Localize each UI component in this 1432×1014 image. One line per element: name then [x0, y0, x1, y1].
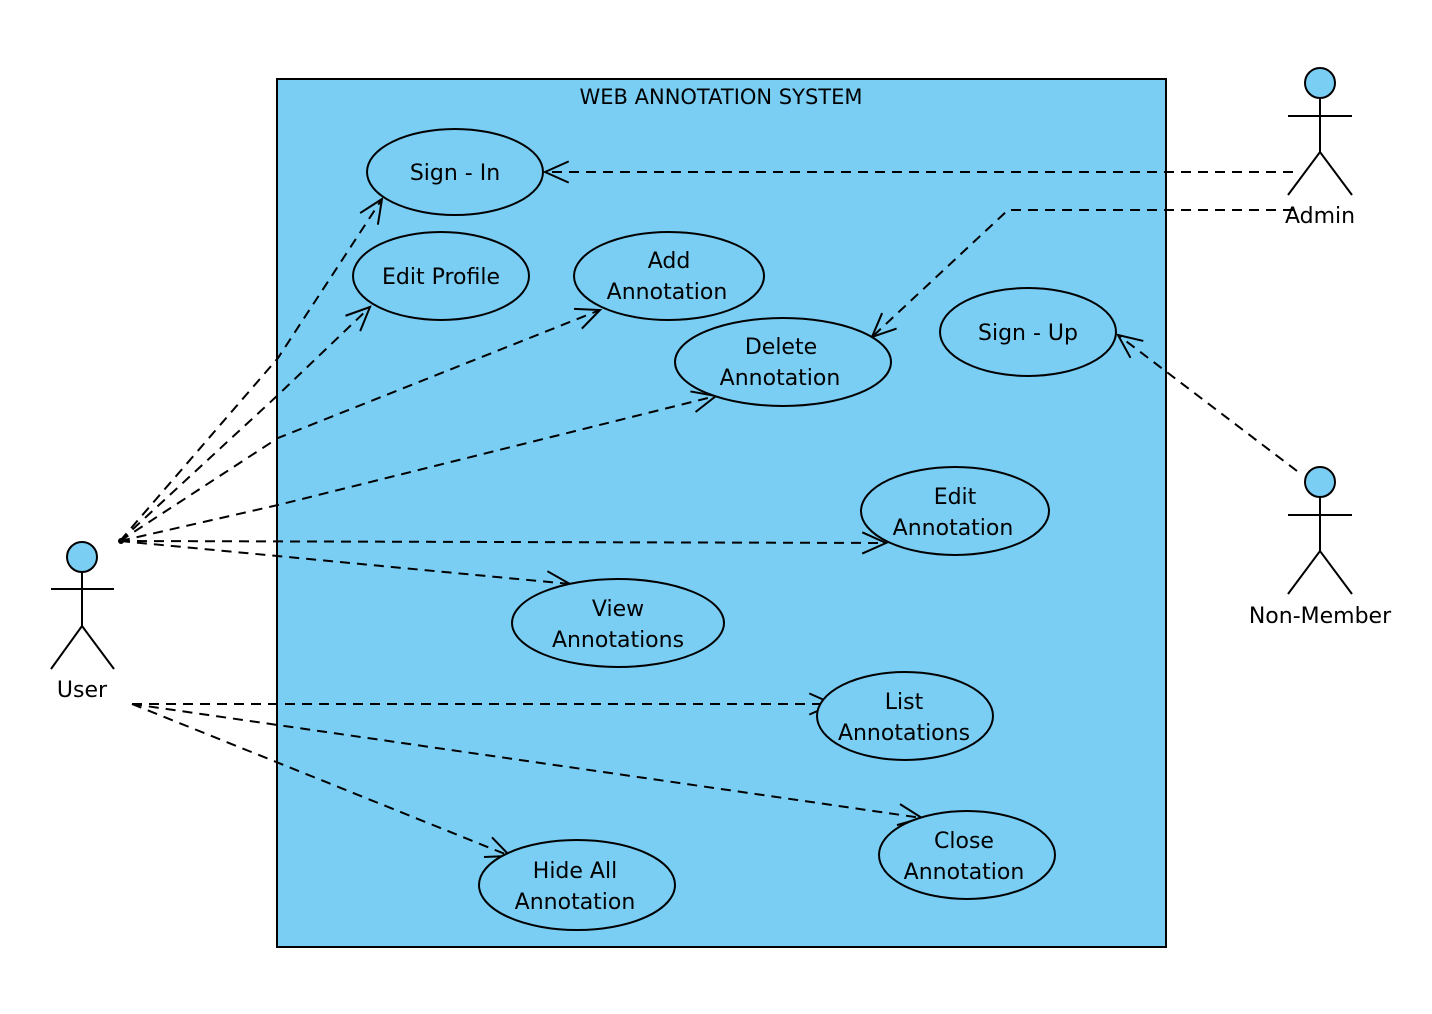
use-case-close-annotation[interactable]: Close Annotation — [878, 810, 1056, 900]
relation-origin-dot — [118, 538, 124, 544]
dependency-user-to-edit-annotation — [119, 531, 889, 555]
open-arrowhead-icon — [542, 160, 570, 184]
use-case-label: Edit Profile — [382, 265, 500, 290]
actor-head-icon — [66, 541, 98, 573]
actor-user[interactable]: User — [50, 541, 115, 703]
dependency-user-to-sign-in — [119, 196, 384, 542]
use-case-label: Annotation — [893, 516, 1014, 541]
use-case-edit-profile[interactable]: Edit Profile — [352, 231, 530, 321]
actor-head-icon — [1304, 67, 1336, 99]
actor-label: Non-Member — [1249, 604, 1392, 629]
open-arrowhead-icon — [1116, 333, 1144, 359]
actor-admin[interactable]: Admin — [1285, 67, 1355, 229]
use-case-sign-in[interactable]: Sign - In — [366, 128, 544, 216]
actor-label: Admin — [1285, 204, 1355, 229]
dependency-user-to-edit-profile — [119, 305, 372, 542]
use-case-label: Annotation — [720, 366, 841, 391]
use-case-label: Annotations — [838, 721, 970, 746]
open-arrowhead-icon — [345, 305, 372, 332]
use-case-label: Close — [934, 829, 994, 854]
dependency-non-member-to-sign-up — [1116, 333, 1298, 472]
use-case-label: Sign - In — [410, 161, 500, 186]
use-case-view-annotations[interactable]: View Annotations — [511, 578, 725, 668]
actor-head-icon — [1304, 466, 1336, 498]
actor-label: User — [57, 678, 108, 703]
use-case-hide-all-annotation[interactable]: Hide All Annotation — [478, 839, 676, 931]
use-case-label: Delete — [745, 335, 817, 360]
use-case-label: Annotation — [904, 860, 1025, 885]
actor-non-member[interactable]: Non-Member — [1249, 466, 1392, 629]
use-case-label: View — [592, 597, 644, 622]
use-case-label: Annotations — [552, 628, 684, 653]
use-case-label: Edit — [934, 485, 977, 510]
open-arrowhead-icon — [359, 196, 384, 225]
use-case-label: Sign - Up — [978, 321, 1078, 346]
use-case-add-annotation[interactable]: Add Annotation — [573, 231, 765, 321]
use-case-sign-up[interactable]: Sign - Up — [939, 287, 1117, 377]
use-case-label: Annotation — [607, 280, 728, 305]
system-title: WEB ANNOTATION SYSTEM — [580, 85, 863, 109]
use-case-delete-annotation[interactable]: Delete Annotation — [674, 317, 892, 407]
use-case-label: Annotation — [515, 890, 636, 915]
dependency-user-to-add-annotation — [119, 307, 603, 542]
use-case-list-annotations[interactable]: List Annotations — [816, 671, 994, 761]
use-case-label: List — [885, 690, 924, 715]
open-arrowhead-icon — [573, 307, 603, 330]
use-case-label: Add — [648, 249, 691, 274]
dependency-admin-to-sign-in — [542, 160, 1293, 184]
relations-layer — [118, 160, 1298, 858]
open-arrowhead-icon — [861, 531, 889, 555]
use-case-edit-annotation[interactable]: Edit Annotation — [860, 466, 1050, 556]
use-case-label: Hide All — [533, 859, 617, 884]
use-cases-layer: Sign - In Edit Profile Add Annotation De… — [352, 128, 1117, 931]
